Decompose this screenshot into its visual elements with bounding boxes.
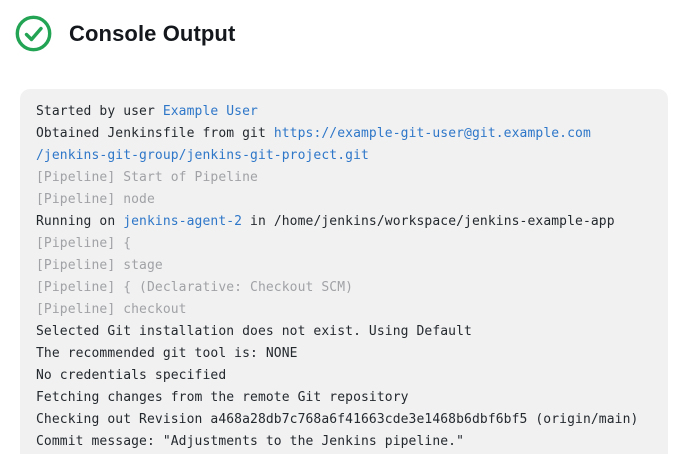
console-line: Selected Git installation does not exist… [36,321,652,343]
console-link[interactable]: /jenkins-git-group/jenkins-git-project.g… [36,148,369,163]
console-text: Commit message: "Adjustments to the Jenk… [36,434,465,449]
console-text: [Pipeline] { (Declarative: Checkout SCM) [36,280,354,295]
console-output-header: Console Output [0,0,686,53]
console-text: Started by user [36,104,163,119]
console-line: Commit message: "Adjustments to the Jenk… [36,431,652,453]
console-line: [Pipeline] node [36,189,652,211]
console-text: [Pipeline] checkout [36,302,187,317]
console-line: Running on jenkins-agent-2 in /home/jenk… [36,211,652,233]
success-check-icon [15,15,52,52]
console-line: [Pipeline] stage [36,255,652,277]
console-link[interactable]: Example User [162,104,258,119]
console-link[interactable]: jenkins-agent-2 [123,214,243,229]
console-text: Selected Git installation does not exist… [36,324,472,339]
console-text: Obtained Jenkinsfile from git [36,126,274,141]
console-text: No credentials specified [36,368,227,383]
console-line: The recommended git tool is: NONE [36,343,652,365]
page-title: Console Output [69,20,236,46]
console-line: [Pipeline] { [36,233,652,255]
console-text: Checking out Revision a468a28db7c768a6f4… [36,412,639,427]
console-line: Started by user Example User [36,101,652,123]
console-text: [Pipeline] { [36,236,132,251]
console-line: [Pipeline] checkout [36,299,652,321]
console-text: The recommended git tool is: NONE [36,346,298,361]
console-line: [Pipeline] Start of Pipeline [36,167,652,189]
console-text: [Pipeline] stage [36,258,163,273]
console-line: Checking out Revision a468a28db7c768a6f4… [36,409,652,431]
console-line: [Pipeline] { (Declarative: Checkout SCM) [36,277,652,299]
console-text: Running on [36,214,124,229]
console-text: Fetching changes from the remote Git rep… [36,390,409,405]
console-link[interactable]: https://example-git-user@git.example.com [273,126,591,141]
console-line: Fetching changes from the remote Git rep… [36,387,652,409]
console-text: in /home/jenkins/workspace/jenkins-examp… [242,214,615,229]
console-text: [Pipeline] Start of Pipeline [36,170,258,185]
console-line: No credentials specified [36,365,652,387]
console-text: [Pipeline] node [36,192,155,207]
console-line: /jenkins-git-group/jenkins-git-project.g… [36,145,652,167]
console-line: Obtained Jenkinsfile from git https://ex… [36,123,652,145]
